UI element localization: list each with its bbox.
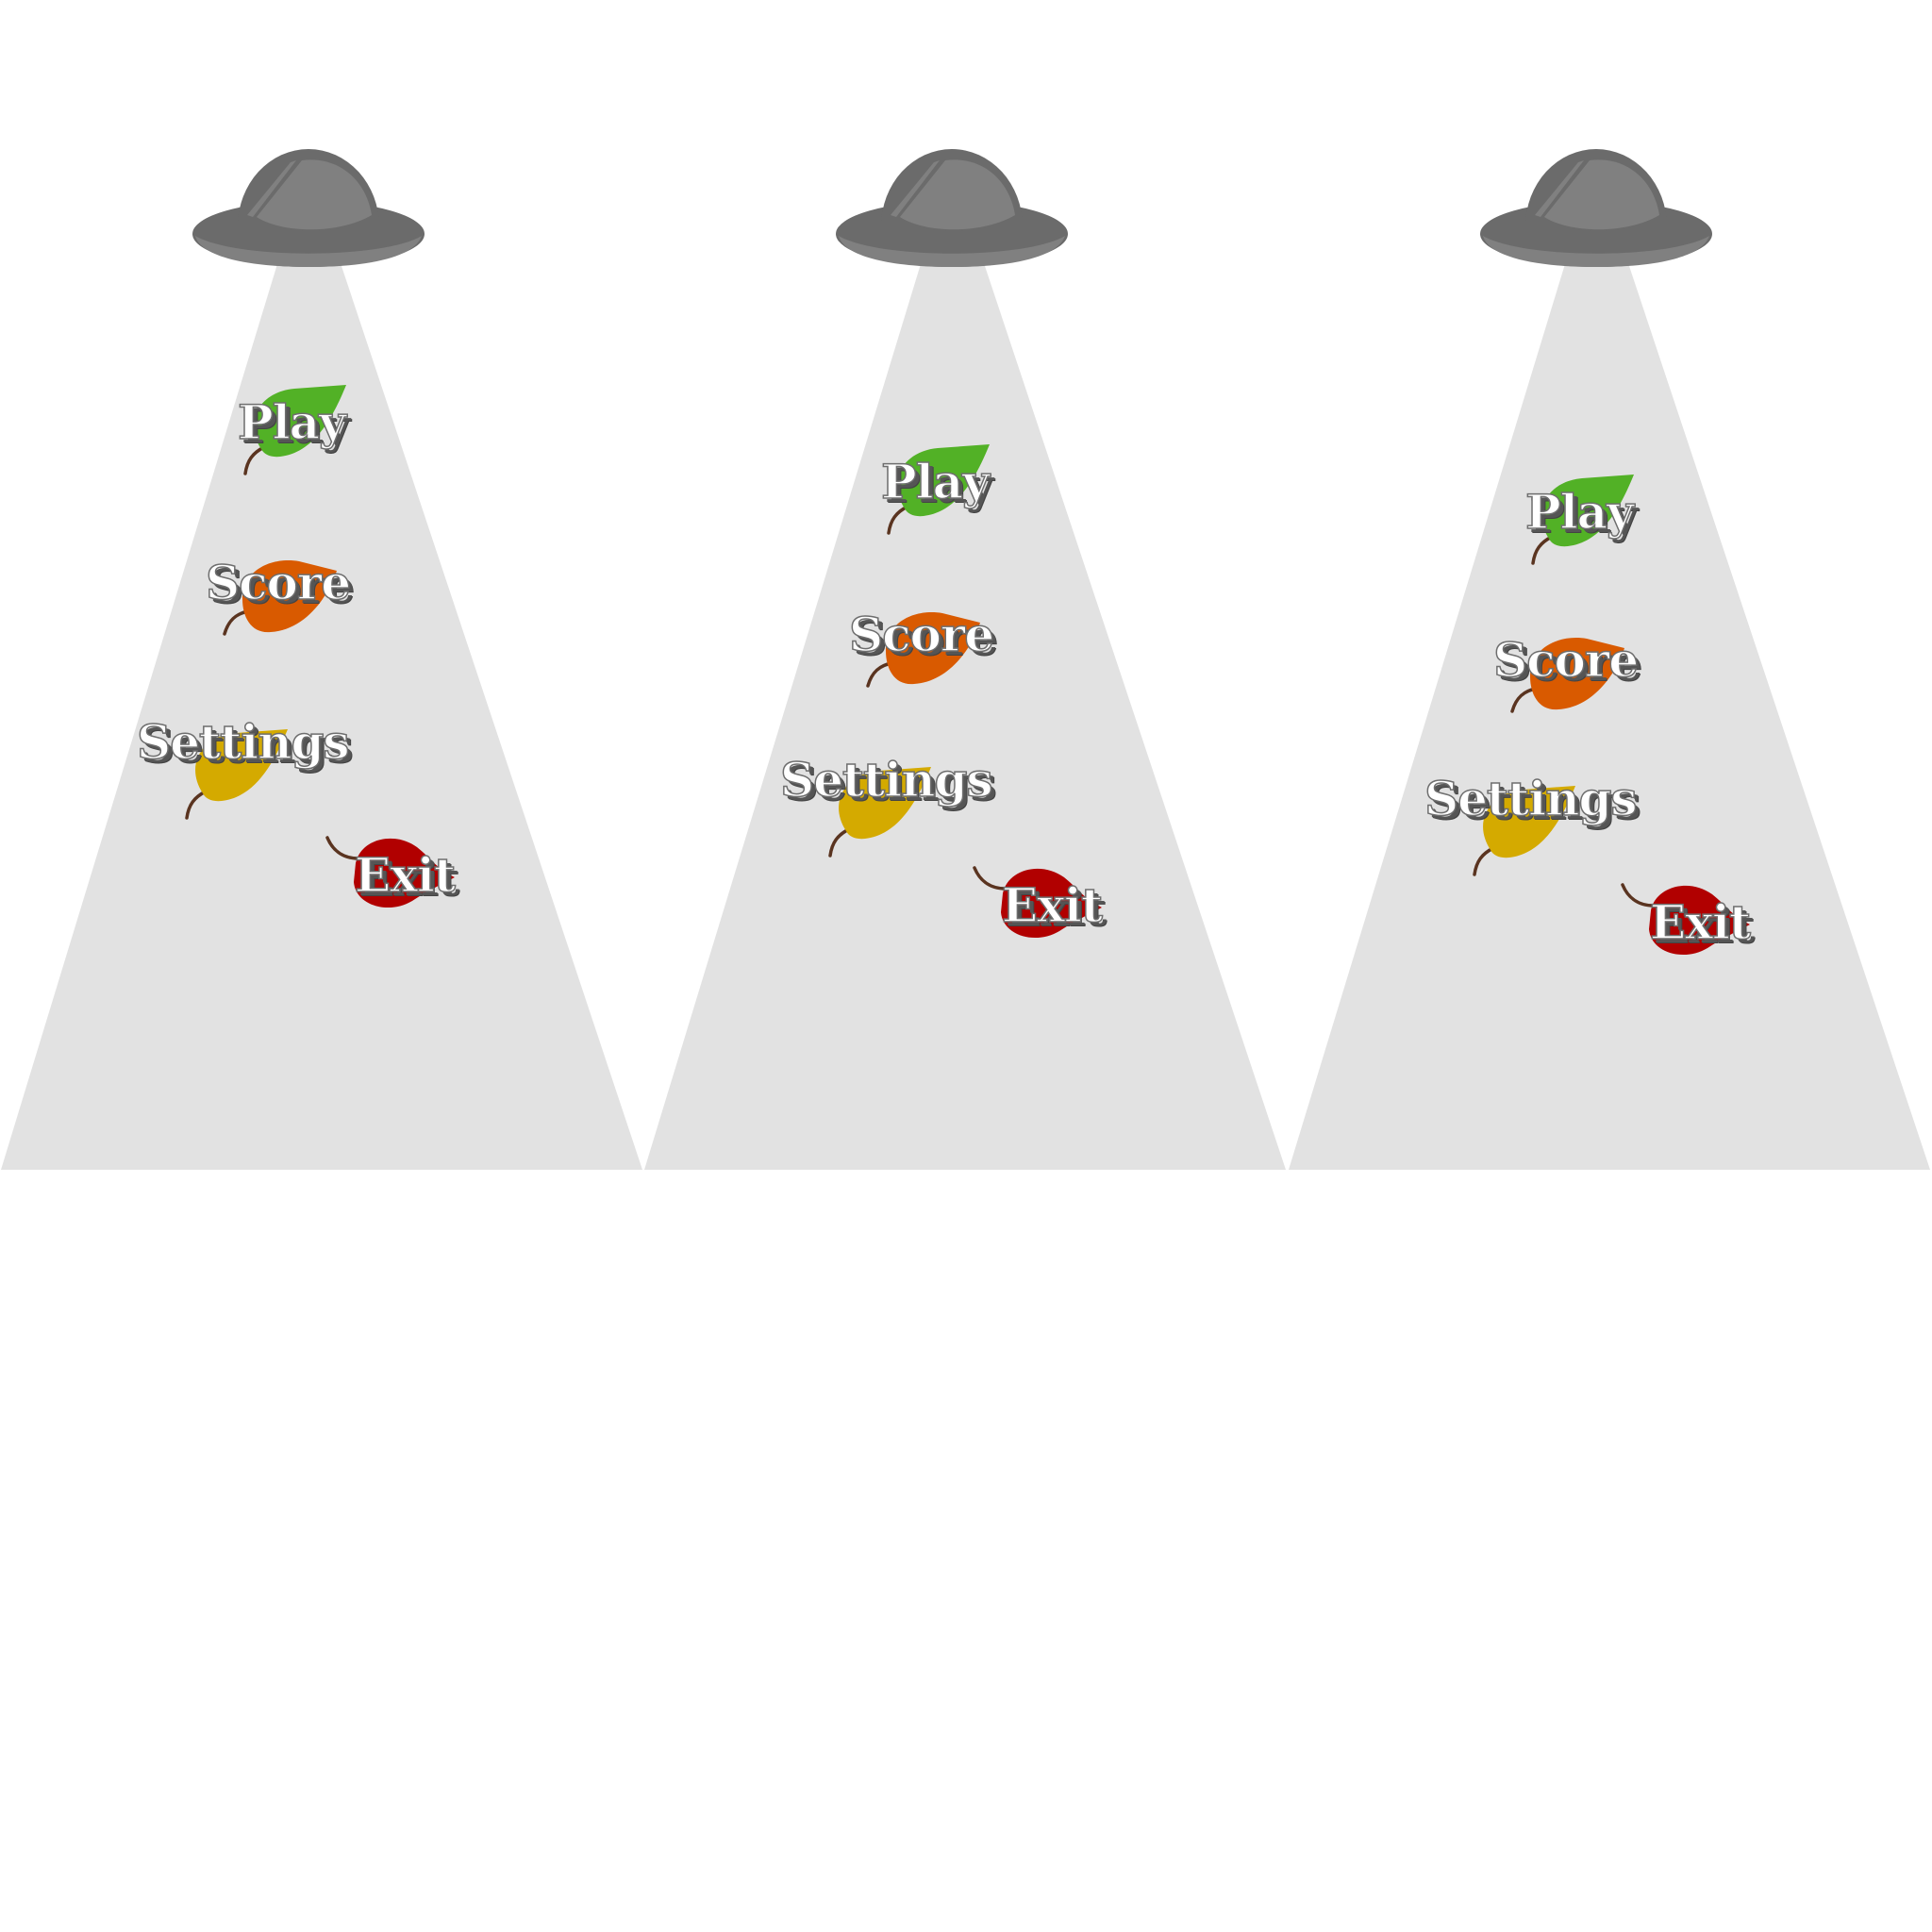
- settings-button[interactable]: Settings: [136, 713, 350, 854]
- play-label: Play: [237, 393, 347, 451]
- settings-label: Settings: [779, 751, 993, 808]
- exit-button[interactable]: Exit: [1618, 877, 1769, 981]
- play-button[interactable]: Play: [1524, 467, 1657, 580]
- lamp-icon: [192, 149, 425, 267]
- play-label: Play: [880, 453, 991, 510]
- score-button[interactable]: Score: [1492, 631, 1640, 738]
- light-beam: [1289, 255, 1930, 1170]
- menu-frame-2: Play Score Settings Exit: [643, 0, 1287, 1179]
- score-label: Score: [205, 554, 352, 611]
- play-button[interactable]: Play: [237, 377, 370, 491]
- menu-frame-3: Play Score Settings Exit: [1288, 0, 1931, 1179]
- score-button[interactable]: Score: [205, 554, 352, 660]
- spotlight-scene: [1289, 149, 1930, 1170]
- settings-button[interactable]: Settings: [779, 751, 993, 891]
- play-label: Play: [1524, 483, 1635, 541]
- settings-button[interactable]: Settings: [1424, 770, 1638, 910]
- lamp-icon: [1480, 149, 1712, 267]
- spotlight-scene: [1, 149, 642, 1170]
- menu-frame-1: Play Score Settings Exit: [0, 0, 643, 1179]
- exit-button[interactable]: Exit: [323, 830, 474, 934]
- spotlight-scene: [644, 149, 1286, 1170]
- score-label: Score: [1492, 631, 1640, 689]
- exit-button[interactable]: Exit: [970, 860, 1121, 964]
- score-button[interactable]: Score: [848, 606, 995, 712]
- exit-label: Exit: [354, 846, 457, 904]
- lamp-icon: [836, 149, 1068, 267]
- exit-label: Exit: [1001, 876, 1104, 934]
- light-beam: [644, 255, 1286, 1170]
- settings-label: Settings: [136, 713, 350, 771]
- exit-label: Exit: [1649, 893, 1752, 951]
- score-label: Score: [848, 606, 995, 663]
- light-beam: [1, 255, 642, 1170]
- play-button[interactable]: Play: [880, 437, 1013, 550]
- settings-label: Settings: [1424, 770, 1638, 827]
